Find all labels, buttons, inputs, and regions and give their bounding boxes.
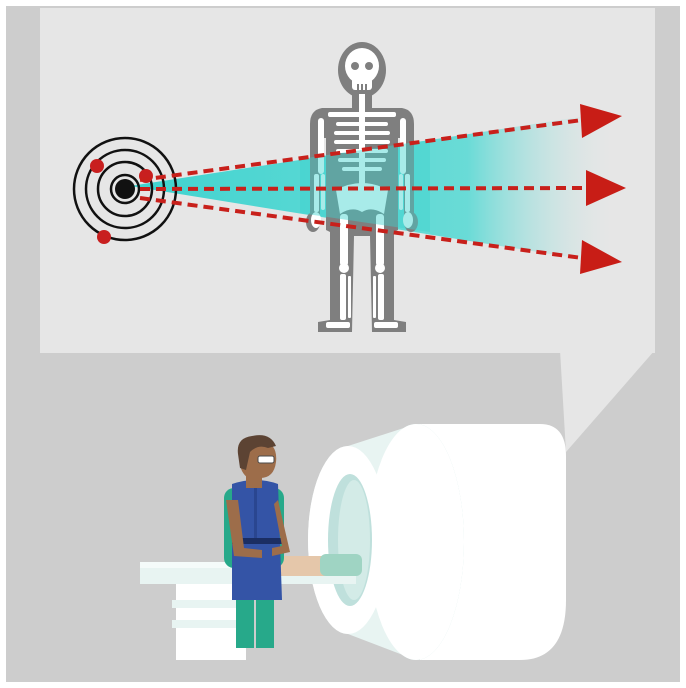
nucleus bbox=[115, 179, 135, 199]
electron bbox=[97, 230, 111, 244]
ct-scanner-icon bbox=[308, 424, 566, 660]
electron bbox=[90, 159, 104, 173]
